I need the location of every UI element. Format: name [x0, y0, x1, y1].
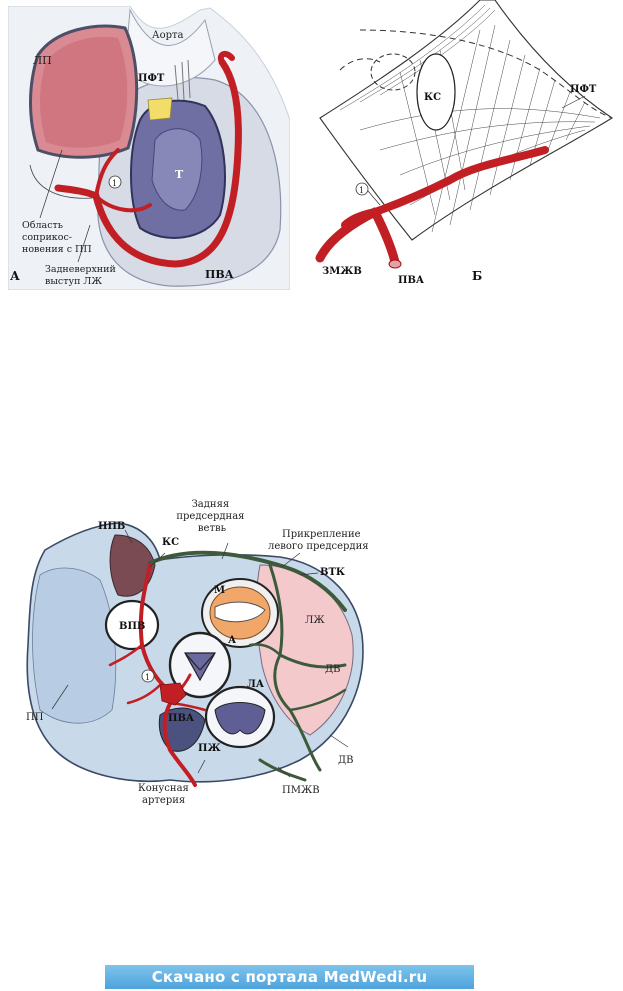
panel-letter-a: А: [10, 269, 20, 283]
label-pva-b: ПВА: [398, 275, 425, 286]
coronary-sinus: [416, 53, 456, 131]
label-pmzhv: ПМЖВ: [282, 785, 320, 796]
label-aorta: Аорта: [152, 30, 184, 41]
pft-strands: [174, 59, 191, 101]
leader-pft-b: [561, 95, 586, 109]
label-la: ЛА: [247, 679, 265, 690]
marker-circle-c: [141, 669, 155, 683]
label-m: М: [214, 585, 225, 596]
label-pzh: ПЖ: [198, 743, 221, 754]
label-zmzhv: ЗМЖВ: [322, 266, 362, 277]
label-marker-c: 1: [145, 673, 150, 682]
label-vtk: ВТК: [320, 567, 345, 578]
tricuspid-leaflet: [151, 128, 203, 211]
label-left-atrium-attachment: Прикрепление левого предсердия: [268, 529, 369, 552]
dashed-curve-lower: [339, 58, 381, 71]
label-pft-a: ПФТ: [138, 73, 165, 84]
leader-marker-b: [367, 190, 381, 206]
figure-c: НПВ КС Задняя предсердная ветвь Прикрепл…: [26, 499, 369, 806]
label-pva-c: ПВА: [168, 713, 195, 724]
artery-b-branch-pva: [370, 207, 400, 267]
source-banner[interactable]: Скачано с портала MedWedi.ru: [105, 965, 474, 989]
figure-a: ЛП Аорта ПФТ Т ПВА 1 А Область соприкос-…: [8, 6, 290, 290]
label-contact-area: Область соприкос- новения с ПП: [22, 220, 92, 255]
coronary-veins: [148, 550, 347, 782]
panel-letter-b: Б: [472, 269, 482, 283]
pulmonary-valve-leaflets: [214, 702, 266, 735]
label-ks-c: КС: [162, 537, 179, 548]
artery-a-top: [217, 50, 235, 65]
coronary-artery-c: [108, 563, 207, 787]
label-lzh: ЛЖ: [305, 615, 325, 626]
left-atrium-inner: [40, 36, 128, 148]
rv-wedge: [158, 707, 206, 752]
label-posterior-ridge: Задневерхний выступ ЛЖ: [45, 264, 119, 287]
right-atrium-region: [32, 567, 117, 724]
mitral-leaflets: [214, 601, 266, 623]
artery-a-branch: [94, 148, 152, 213]
sinus-region: [109, 534, 156, 597]
figure-b: КС ПФТ 1 ЗМЖВ ПВА Б: [315, 0, 614, 286]
marker-circle-b: [355, 182, 369, 196]
aortic-root: [124, 8, 216, 87]
pva-cluster: [159, 682, 187, 706]
label-npv: НПВ: [98, 521, 125, 532]
label-marker-b: 1: [359, 186, 364, 195]
label-pva-a: ПВА: [205, 268, 234, 281]
label-a: А: [228, 635, 237, 646]
leader-lines-c: [51, 529, 349, 778]
label-dv1: ДВ: [325, 664, 340, 675]
fat-patch: [147, 97, 173, 121]
dashed-ellipse: [370, 53, 416, 91]
aortic-valve-leaflets: [183, 652, 217, 682]
label-conus-artery: Конусная артерия: [138, 783, 192, 806]
artery-b-branch-zmzhv: [315, 207, 380, 263]
leader-posterior-ridge: [77, 224, 91, 263]
label-vpv: ВПВ: [119, 621, 145, 632]
label-ks-b: КС: [424, 92, 441, 103]
label-posterior-atrial-branch: Задняя предсердная ветвь: [176, 499, 247, 534]
label-marker-a: 1: [112, 179, 117, 188]
label-dv2: ДВ: [338, 755, 353, 766]
label-lp: ЛП: [33, 54, 52, 67]
dashed-curve-upper: [359, 29, 613, 119]
svc-ring: [104, 599, 160, 651]
label-pft-b: ПФТ: [570, 84, 597, 95]
leader-contact-area: [39, 149, 63, 219]
artery-b-end: [388, 259, 402, 269]
contact-area-outline: [29, 164, 93, 199]
label-t: Т: [175, 168, 184, 181]
marker-circle-a: [108, 175, 122, 189]
label-pp: ПП: [26, 712, 44, 723]
